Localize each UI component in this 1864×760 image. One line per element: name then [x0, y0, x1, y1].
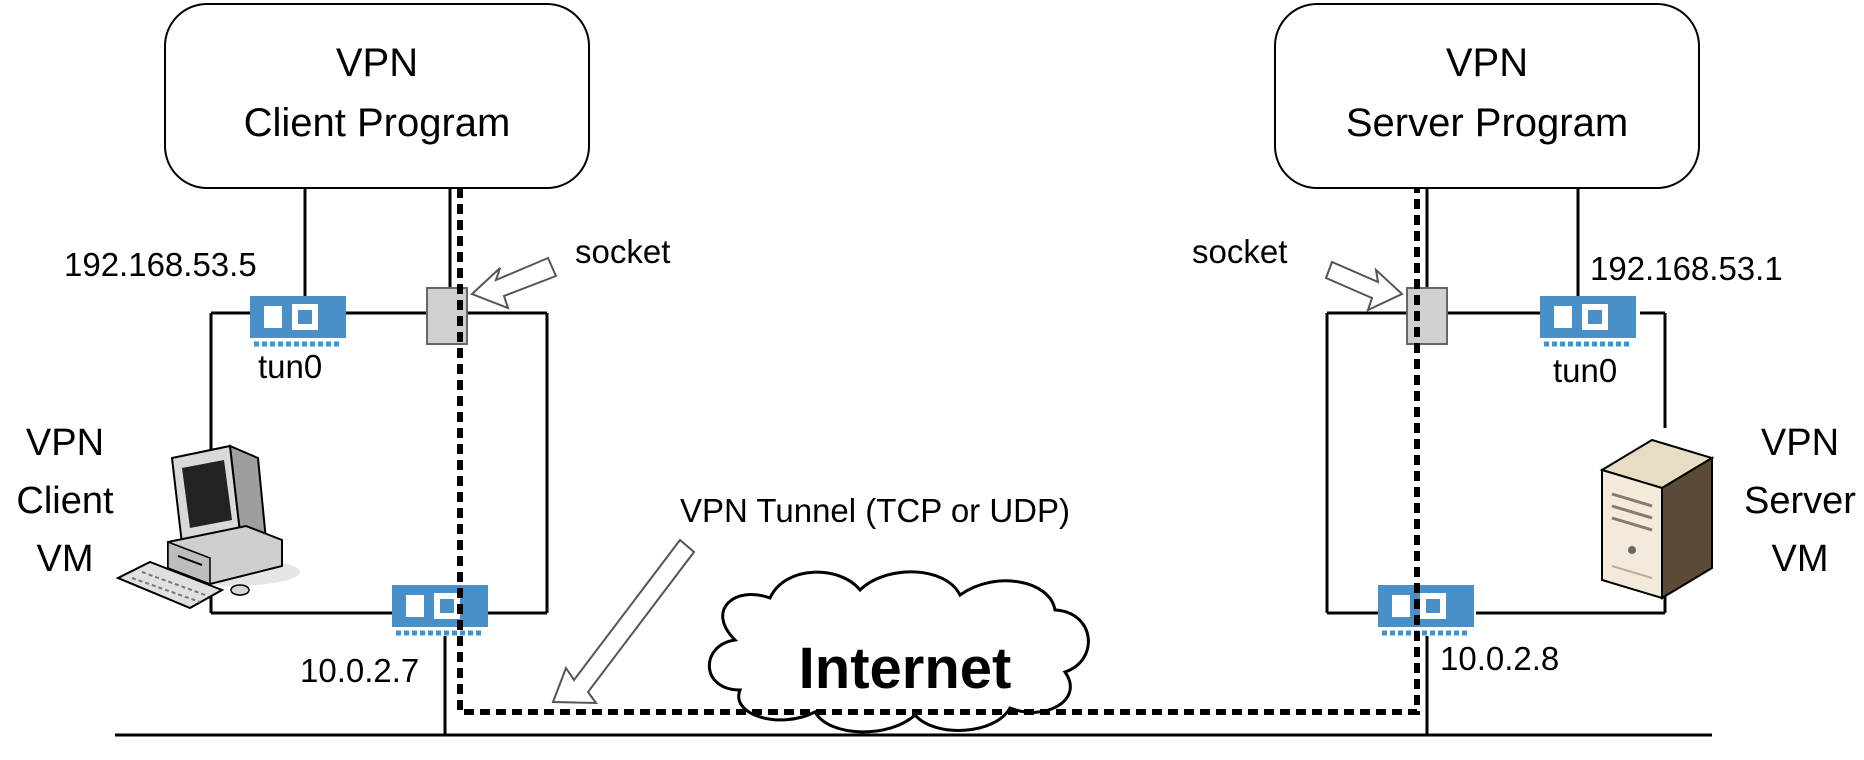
vpn-tunnel-path [457, 188, 1420, 715]
client-vm-outline [209, 311, 549, 615]
vpn-tunnel-arrow-icon [551, 538, 696, 705]
vpn-tunnel-label: VPN Tunnel (TCP or UDP) [680, 492, 1070, 529]
server-vm-label-2: Server [1744, 480, 1856, 522]
server-tun-ip: 192.168.53.1 [1590, 250, 1783, 287]
server-tun-name: tun0 [1553, 352, 1617, 389]
client-vm-label-3: VM [37, 538, 94, 580]
client-side: VPN Client Program 192.168.53.5 tun0 soc… [16, 3, 670, 735]
client-vm-label-2: Client [16, 480, 114, 522]
client-eth-nic-icon [392, 585, 488, 633]
server-side: VPN Server Program 192.168.53.1 tun0 soc… [1192, 3, 1856, 735]
client-eth-ip: 10.0.2.7 [300, 652, 419, 689]
internet-cloud: Internet [707, 570, 1090, 734]
client-tun0-nic-icon [250, 296, 346, 344]
desktop-computer-icon [115, 444, 300, 610]
server-tower-icon [1599, 438, 1715, 600]
client-vm-label-1: VPN [26, 422, 104, 464]
client-program-box [164, 3, 590, 189]
server-tun0-nic-icon [1540, 296, 1636, 344]
internet-label: Internet [799, 636, 1012, 701]
server-socket-box [1406, 287, 1448, 345]
client-tun-ip: 192.168.53.5 [64, 246, 257, 283]
client-tun-name: tun0 [258, 348, 322, 385]
client-socket-arrow-icon [470, 256, 558, 310]
server-eth-ip: 10.0.2.8 [1440, 640, 1559, 677]
server-vm-label-3: VM [1772, 538, 1829, 580]
server-program-box [1274, 3, 1700, 189]
server-vm-outline [1325, 311, 1667, 615]
client-program-title-2: Client Program [244, 101, 511, 145]
server-eth-nic-icon [1378, 585, 1474, 633]
server-socket-arrow-icon [1324, 260, 1404, 312]
server-vm-label-1: VPN [1761, 422, 1839, 464]
client-program-title-1: VPN [336, 41, 418, 85]
server-program-title-2: Server Program [1346, 101, 1628, 145]
server-program-title-1: VPN [1446, 41, 1528, 85]
client-socket-label: socket [575, 233, 670, 270]
server-socket-label: socket [1192, 233, 1287, 270]
